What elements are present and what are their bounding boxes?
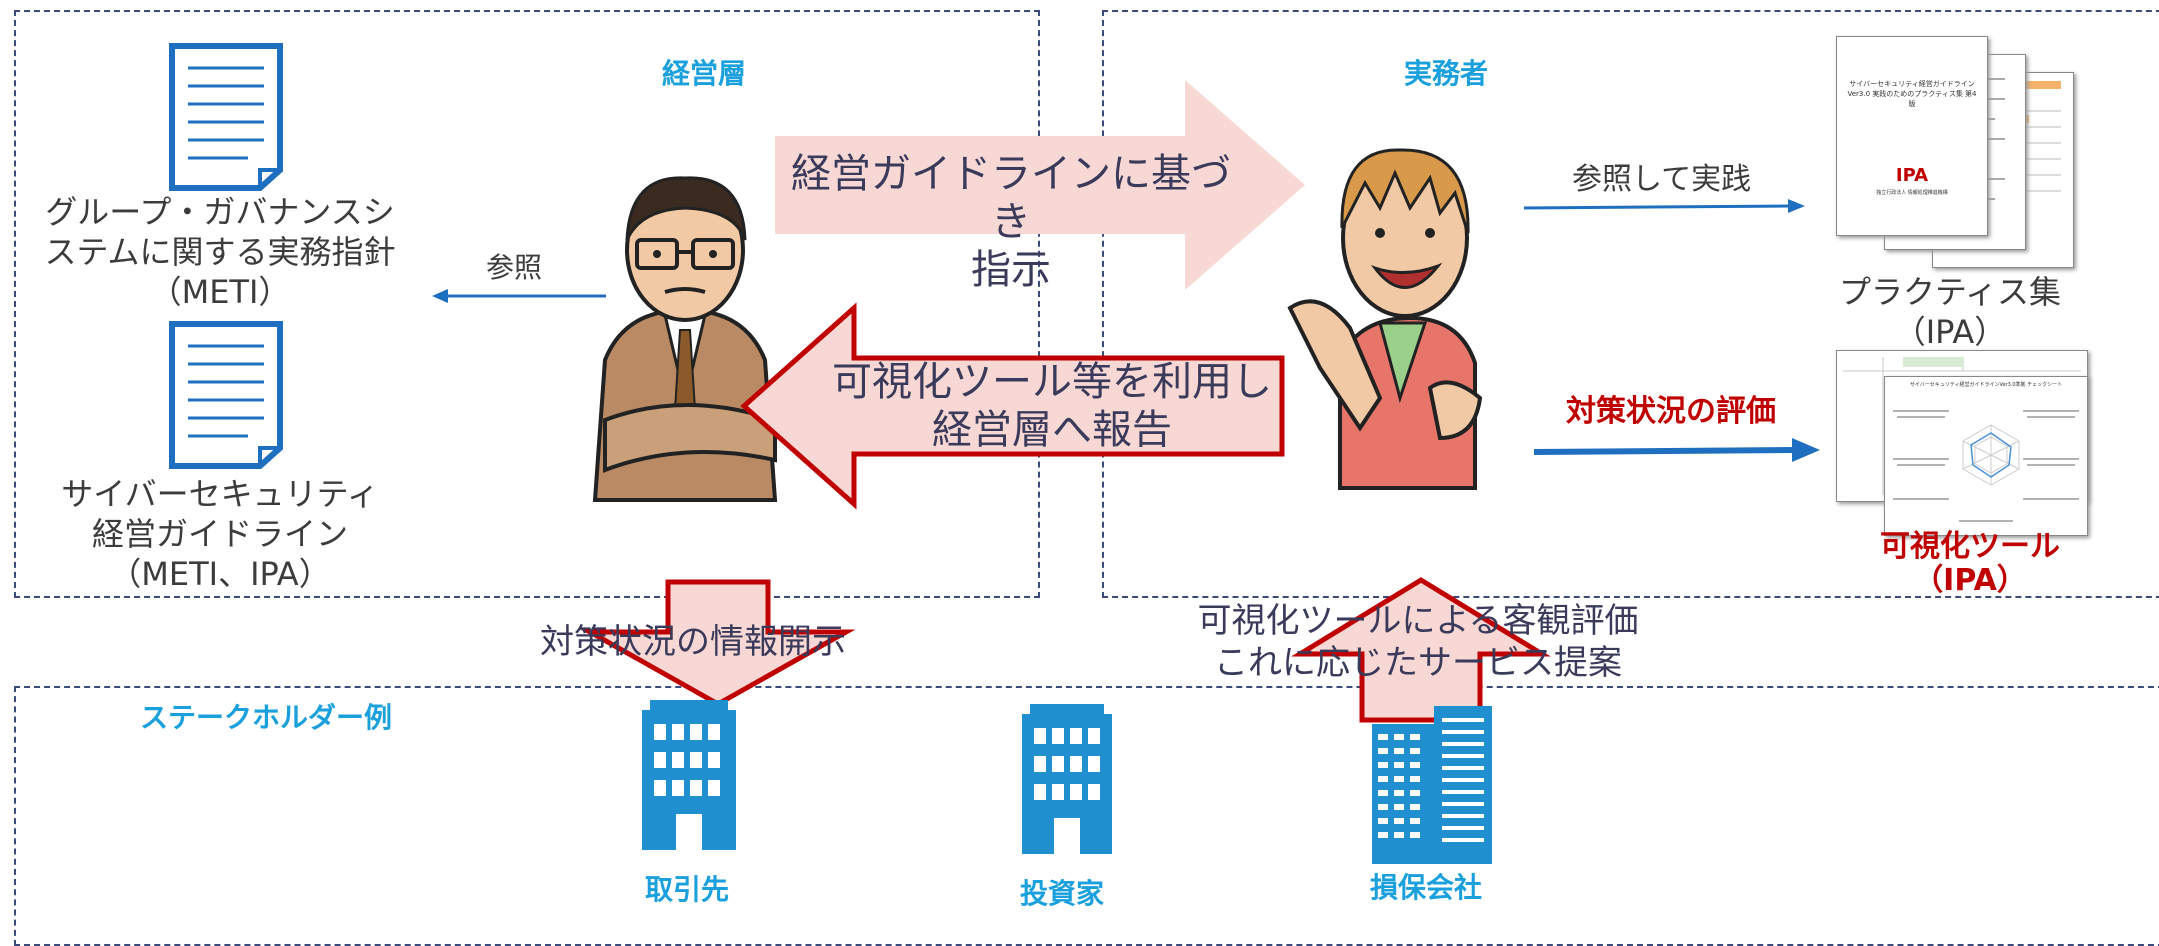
practice-doc-title: サイバーセキュリティ経営ガイドラインVer3.0 実践のためのプラクティス集 第… <box>1847 80 1977 108</box>
stakeholder-label-1: 投資家 <box>1020 877 1105 910</box>
stakeholder-label-0: 取引先 <box>645 873 730 906</box>
document-icon <box>169 321 283 469</box>
evaluation-label: 対策状況の評価 <box>1566 394 1776 429</box>
practitioner-region <box>1102 10 2159 598</box>
visualization-tool-thumbnail: サイバーセキュリティ経営ガイドラインVer3.0準拠 チェックシート <box>1836 350 2088 536</box>
cyber-guideline-label: サイバーセキュリティ 経営ガイドライン （METI、IPA） <box>61 475 379 593</box>
document-icon <box>169 43 283 191</box>
report-arrow <box>740 302 1285 510</box>
ipa-logo: IPA <box>1895 165 1929 186</box>
vis-doc-title: サイバーセキュリティ経営ガイドラインVer3.0準拠 チェックシート <box>1909 382 2063 388</box>
stakeholder-title: ステークホルダー例 <box>140 701 393 734</box>
disclose-arrow <box>580 579 856 707</box>
visualization-tool-label: 可視化ツール （IPA） <box>1880 529 2060 598</box>
practice-collection-label: プラクティス集 （IPA） <box>1838 273 2062 351</box>
practice-doc-org: 独立行政法人 情報処理推進機構 <box>1876 190 1948 196</box>
practice-collection-thumbnail: サイバーセキュリティ経営ガイドラインVer3.0 実践のためのプラクティス集 第… <box>1836 36 2074 268</box>
stakeholder-label-2: 損保会社 <box>1370 871 1483 904</box>
manager-illustration <box>592 176 778 502</box>
practitioner-illustration <box>1287 148 1483 490</box>
reference-practice-arrow <box>1523 199 1805 213</box>
management-title: 経営層 <box>662 57 747 90</box>
reference-label: 参照 <box>486 251 543 284</box>
reference-arrow <box>432 289 606 303</box>
practitioner-title: 実務者 <box>1404 57 1489 90</box>
report-label: 可視化ツール等を利用し 経営層へ報告 <box>832 359 1272 453</box>
disclose-label: 対策状況の情報開示 <box>540 622 846 662</box>
group-governance-label: グループ・ガバナンスシ ステムに関する実務指針 （METI） <box>44 193 396 311</box>
office-building-icon <box>642 700 736 850</box>
evaluation-arrow <box>1533 438 1820 462</box>
office-building-icon <box>1022 704 1112 854</box>
objective-eval-label: 可視化ツールによる客観評価 これに応じたサービス提案 <box>1197 601 1639 683</box>
reference-practice-label: 参照して実践 <box>1572 162 1752 197</box>
instruct-arrow <box>775 80 1305 290</box>
instruct-label: 経営ガイドラインに基づき 指示 <box>791 151 1231 293</box>
tall-buildings-icon <box>1372 706 1492 864</box>
management-region <box>14 10 1040 598</box>
